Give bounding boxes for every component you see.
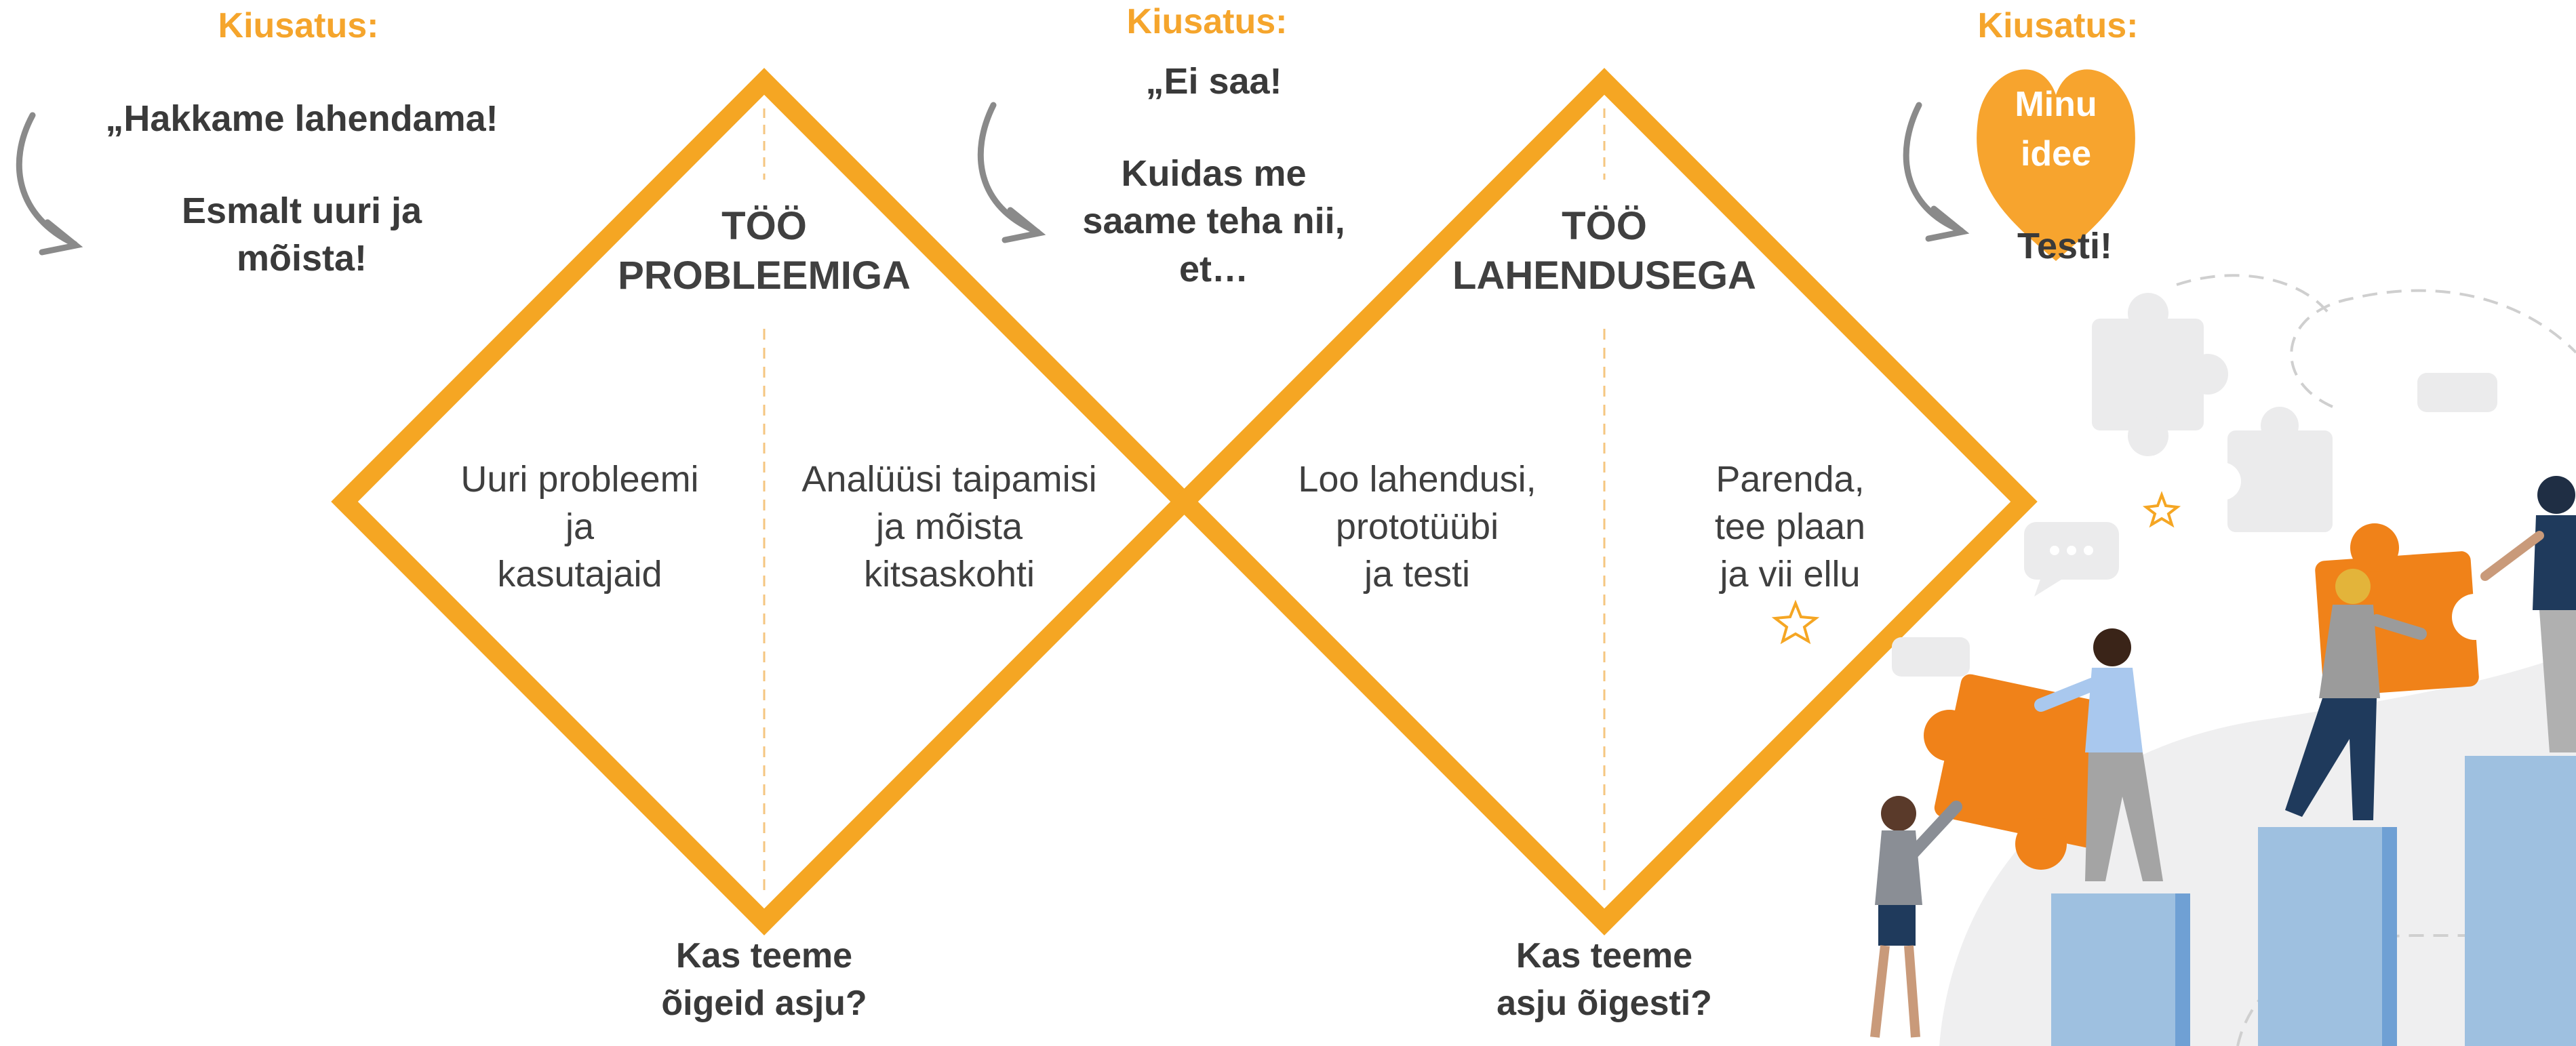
curved-arrow-icon <box>977 102 1046 243</box>
heart-label-line: idee <box>2020 134 2092 174</box>
step-line: ja testi <box>1364 554 1471 595</box>
step-line: Uuri probleemi <box>460 459 699 500</box>
star-icon <box>2142 491 2181 528</box>
quote-line: saame teha nii, <box>1082 201 1345 242</box>
question-line: õigeid asju? <box>661 984 867 1024</box>
chat-bubble-icon <box>2024 522 2119 597</box>
heart-label-line: Minu <box>2015 85 2097 124</box>
question-line: asju õigesti? <box>1497 984 1712 1024</box>
chat-bubble-icon <box>1892 637 1970 677</box>
question-line: Kas teeme <box>675 936 853 975</box>
title-line: PROBLEEMIGA <box>618 253 911 298</box>
step-line: Analüüsi taipamisi <box>801 459 1097 500</box>
diamond-problem-question: Kas teeme õigeid asju? <box>595 932 934 1027</box>
step-line: ja <box>565 506 595 548</box>
step-block-shade <box>2175 893 2190 1046</box>
quote-line: „Hakkame lahendama! <box>105 98 498 139</box>
step-line: kitsaskohti <box>863 554 1035 595</box>
quote-line <box>1017 105 1410 150</box>
diamond-solution-step-develop: Loo lahendusi, prototüübi ja testi <box>1254 456 1580 599</box>
puzzle-piece-icon <box>1924 674 2124 870</box>
curved-arrow-icon <box>1903 102 1970 242</box>
step-line: kasutajaid <box>497 554 662 595</box>
step-line: ja mõista <box>875 506 1023 548</box>
step-block <box>2465 756 2576 1046</box>
temptation-2-label: Kiusatus: <box>1126 2 1288 41</box>
diamond-problem-title: TÖÖ PROBLEEMIGA <box>561 202 968 300</box>
star-icon <box>1771 599 1820 645</box>
quote-line: et… <box>1178 248 1248 289</box>
title-line: LAHENDUSEGA <box>1452 253 1756 298</box>
quote-line: Kuidas me <box>1121 153 1307 195</box>
quote-line: mõista! <box>236 238 368 279</box>
temptation-1-label: Kiusatus: <box>218 6 379 45</box>
temptation-1-quote: „Hakkame lahendama! Esmalt uuri ja mõist… <box>75 95 529 283</box>
step-line: tee plaan <box>1714 506 1866 548</box>
person-figure <box>2034 628 2163 881</box>
step-block <box>2051 893 2190 1046</box>
diamond-solution-outline <box>1171 68 2038 936</box>
title-line: TÖÖ <box>1562 204 1647 248</box>
temptation-3-label: Kiusatus: <box>1977 6 2139 45</box>
step-block <box>2258 827 2397 1046</box>
diamond-problem-step-define: Analüüsi taipamisi ja mõista kitsaskohti <box>780 456 1119 599</box>
step-line: Parenda, <box>1716 459 1865 500</box>
quote-line <box>75 142 529 187</box>
quote-line: Esmalt uuri ja <box>181 190 422 232</box>
curved-arrow-icon <box>16 112 83 256</box>
person-figure <box>1870 796 1962 1038</box>
dashed-path <box>2290 289 2576 408</box>
step-line: ja vii ellu <box>1720 554 1861 595</box>
faded-puzzle-piece <box>2092 293 2228 456</box>
diamond-solution-title: TÖÖ LAHENDUSEGA <box>1401 202 1808 300</box>
dashed-path <box>2176 274 2334 320</box>
quote-line: „Ei saa! <box>1145 61 1282 102</box>
question-line: Kas teeme <box>1515 936 1693 975</box>
title-line: TÖÖ <box>721 204 807 248</box>
chat-bubble-icon <box>2417 373 2497 412</box>
heart-icon <box>1977 69 2135 261</box>
temptation-2-quote: „Ei saa! Kuidas me saame teha nii, et… <box>1017 58 1410 293</box>
heart-label: Minu idee <box>1979 80 2133 179</box>
temptation-3-quote: Testi! <box>1966 222 2163 270</box>
step-block-shade <box>2382 827 2397 1046</box>
diamond-solution-step-deliver: Parenda, tee plaan ja vii ellu <box>1641 456 1939 599</box>
person-figure <box>2285 569 2427 820</box>
diamond-problem-outline <box>331 68 1197 936</box>
step-line: prototüübi <box>1335 506 1499 548</box>
diamond-solution-question: Kas teeme asju õigesti? <box>1428 932 1781 1027</box>
quote-line: Testi! <box>2017 226 2112 266</box>
diamond-problem-step-discover: Uuri probleemi ja kasutajaid <box>417 456 742 599</box>
step-line: Loo lahendusi, <box>1298 459 1537 500</box>
person-figure <box>2480 476 2576 752</box>
faded-puzzle-piece <box>2203 407 2333 532</box>
